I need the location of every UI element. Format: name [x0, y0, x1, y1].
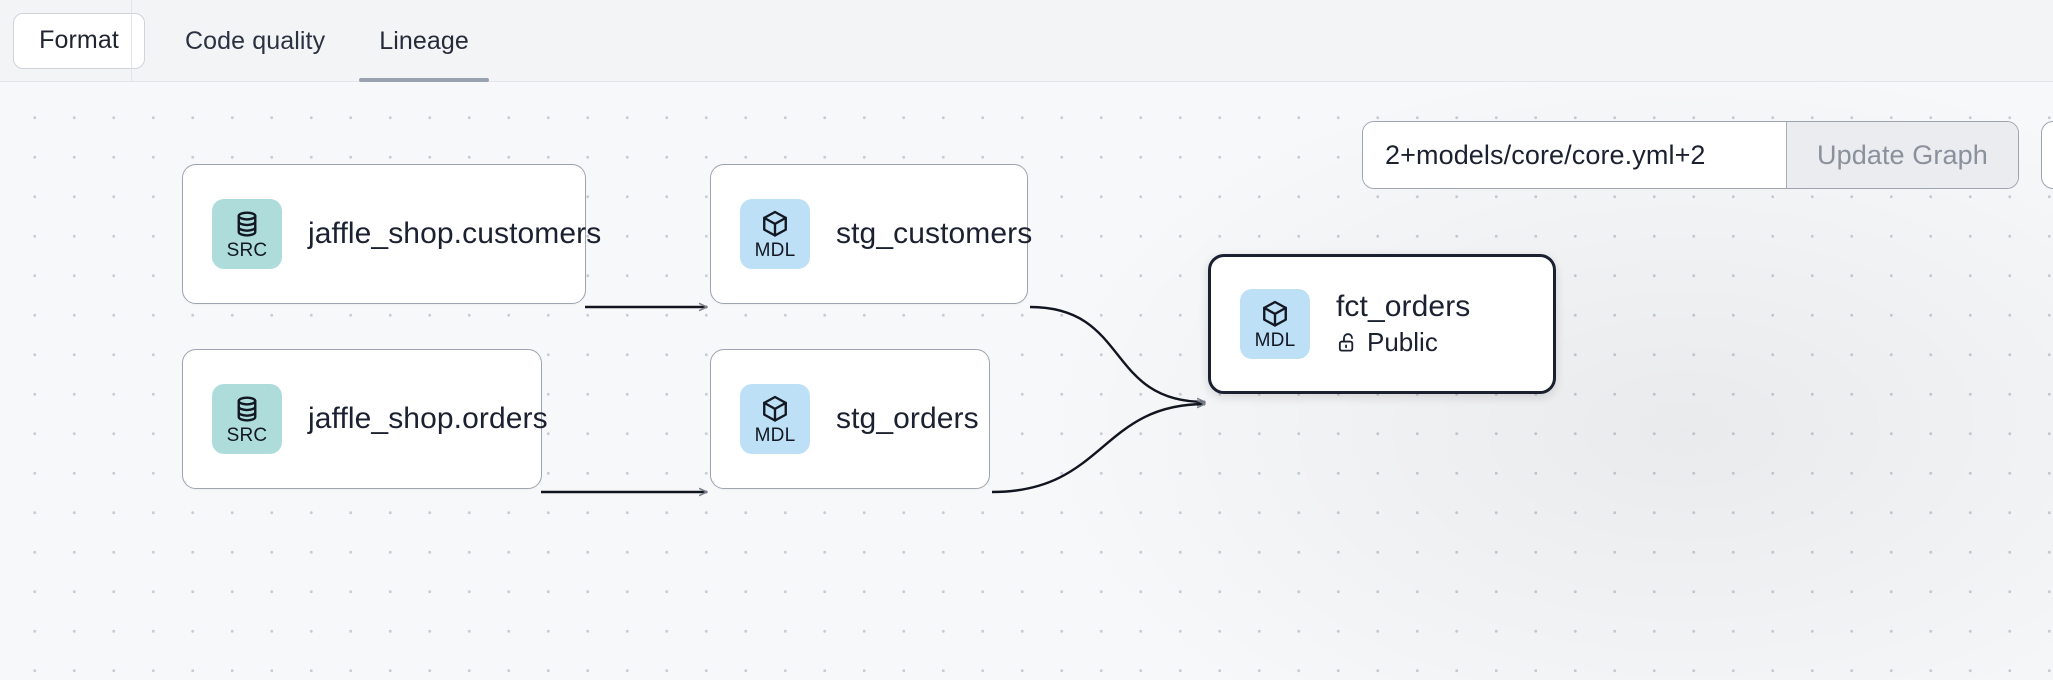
header-divider: [131, 0, 132, 82]
node-type-label: MDL: [754, 239, 796, 261]
node-access-label: Public: [1367, 327, 1438, 357]
lineage-canvas[interactable]: SRC jaffle_shop.customers MDL stg_custo: [0, 82, 2053, 680]
cube-icon: [760, 394, 790, 424]
graph-node-fct-orders[interactable]: MDL fct_orders Public: [1208, 254, 1556, 394]
node-access-row: Public: [1336, 327, 1470, 358]
graph-selector-toolbar: Update Graph: [1362, 121, 2019, 189]
update-graph-button[interactable]: Update Graph: [1786, 122, 2018, 188]
node-type-badge-src: SRC: [212, 199, 282, 269]
node-title: stg_orders: [836, 402, 979, 435]
node-type-badge-mdl: MDL: [740, 384, 810, 454]
node-title: jaffle_shop.customers: [308, 217, 602, 250]
graph-node-jaffle-shop-customers[interactable]: SRC jaffle_shop.customers: [182, 164, 601, 304]
graph-selector-input[interactable]: [1363, 122, 1786, 188]
node-type-badge-src: SRC: [212, 384, 282, 454]
tab-code-quality[interactable]: Code quality: [185, 26, 326, 55]
node-content: jaffle_shop.customers: [308, 217, 601, 251]
node-type-label: SRC: [226, 424, 268, 446]
node-type-label: MDL: [1254, 329, 1296, 351]
node-type-badge-mdl: MDL: [1240, 289, 1310, 359]
cube-icon: [1260, 299, 1290, 329]
node-type-label: SRC: [226, 239, 268, 261]
node-content: stg_orders: [836, 402, 979, 436]
node-content: stg_customers: [836, 217, 1032, 251]
database-icon: [232, 394, 262, 424]
tab-lineage[interactable]: Lineage: [359, 0, 489, 82]
node-content: fct_orders Public: [1336, 290, 1470, 358]
graph-node-jaffle-shop-orders[interactable]: SRC jaffle_shop.orders: [182, 349, 548, 489]
tab-bar: Code quality Lineage: [183, 0, 489, 82]
database-icon: [232, 209, 262, 239]
toolbar-header: Format Code quality Lineage: [0, 0, 2053, 82]
node-content: jaffle_shop.orders: [308, 402, 548, 436]
node-type-label: MDL: [754, 424, 796, 446]
format-button[interactable]: Format: [13, 12, 145, 69]
node-type-badge-mdl: MDL: [740, 199, 810, 269]
edge-layer: [541, 82, 2053, 680]
cube-icon: [760, 209, 790, 239]
edge-stg-orders-to-fct-orders: [991, 404, 1205, 494]
node-title: fct_orders: [1336, 290, 1471, 323]
graph-node-stg-orders[interactable]: MDL stg_orders: [710, 349, 990, 489]
graph-node-stg-customers[interactable]: MDL stg_customers: [710, 164, 1032, 304]
edge-stg-customers-to-fct-orders: [1029, 305, 1205, 402]
graph-options-control[interactable]: [2041, 121, 2053, 189]
node-title: stg_customers: [836, 217, 1033, 250]
node-title: jaffle_shop.orders: [308, 402, 548, 435]
unlock-icon: [1336, 331, 1359, 354]
